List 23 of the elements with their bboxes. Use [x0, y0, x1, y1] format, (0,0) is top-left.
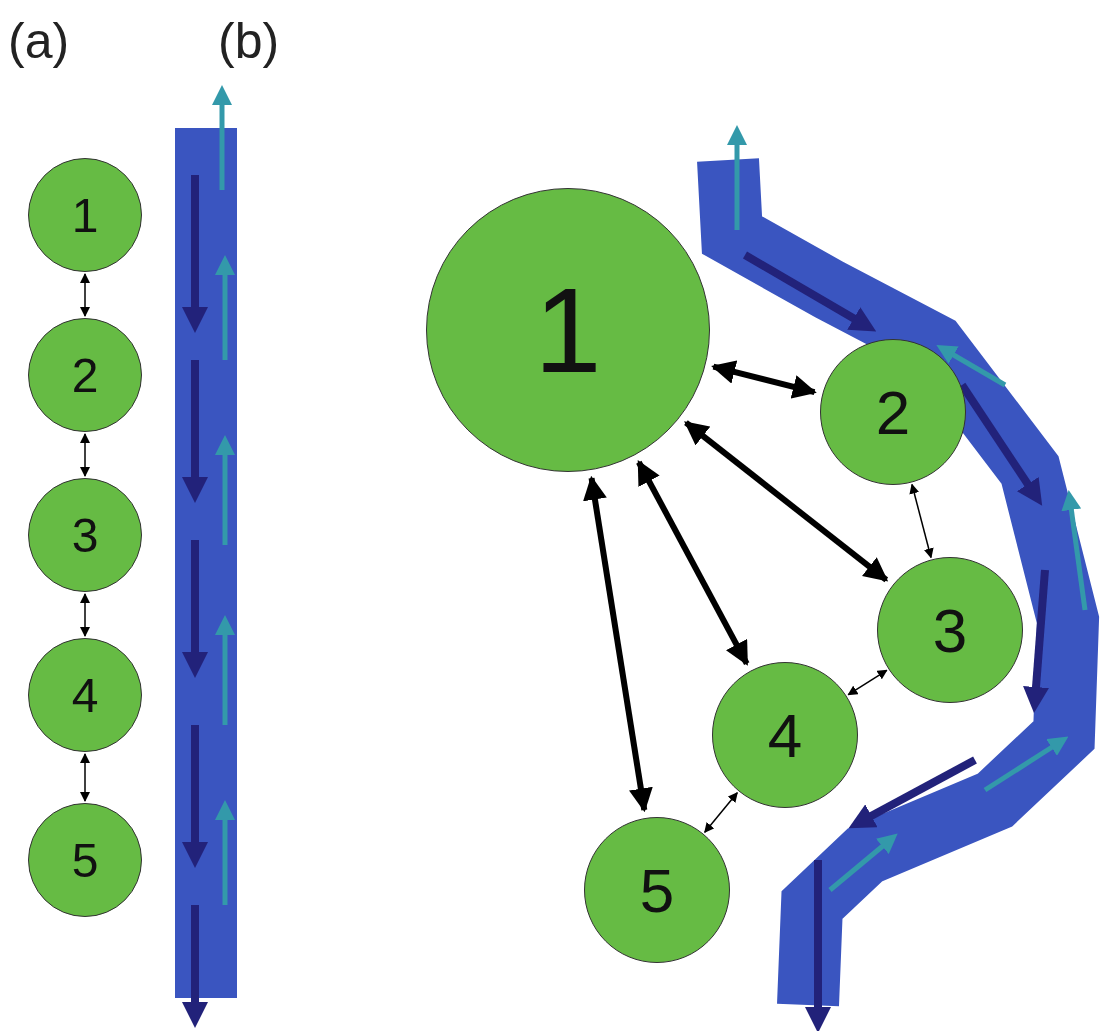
double-arrow	[704, 792, 738, 833]
circle-node: 4	[712, 662, 858, 808]
panel-label: (a)	[8, 12, 70, 70]
double-arrow	[909, 483, 934, 559]
double-arrow	[80, 273, 90, 317]
circle-node: 2	[28, 318, 142, 432]
circle-node: 2	[820, 339, 966, 485]
circle-node: 5	[584, 817, 730, 963]
double-arrow	[847, 669, 888, 696]
double-arrow	[583, 475, 653, 813]
double-arrow	[80, 433, 90, 477]
double-arrow	[711, 360, 817, 399]
circle-node: 4	[28, 638, 142, 752]
circle-node: 1	[426, 188, 710, 472]
double-arrow	[684, 420, 889, 583]
double-arrow	[636, 460, 750, 666]
circle-node: 3	[877, 557, 1023, 703]
circle-node: 1	[28, 158, 142, 272]
double-arrow	[80, 593, 90, 637]
double-arrow	[80, 753, 90, 802]
circle-node: 5	[28, 803, 142, 917]
panel-label: (b)	[218, 12, 280, 70]
circle-node: 3	[28, 478, 142, 592]
